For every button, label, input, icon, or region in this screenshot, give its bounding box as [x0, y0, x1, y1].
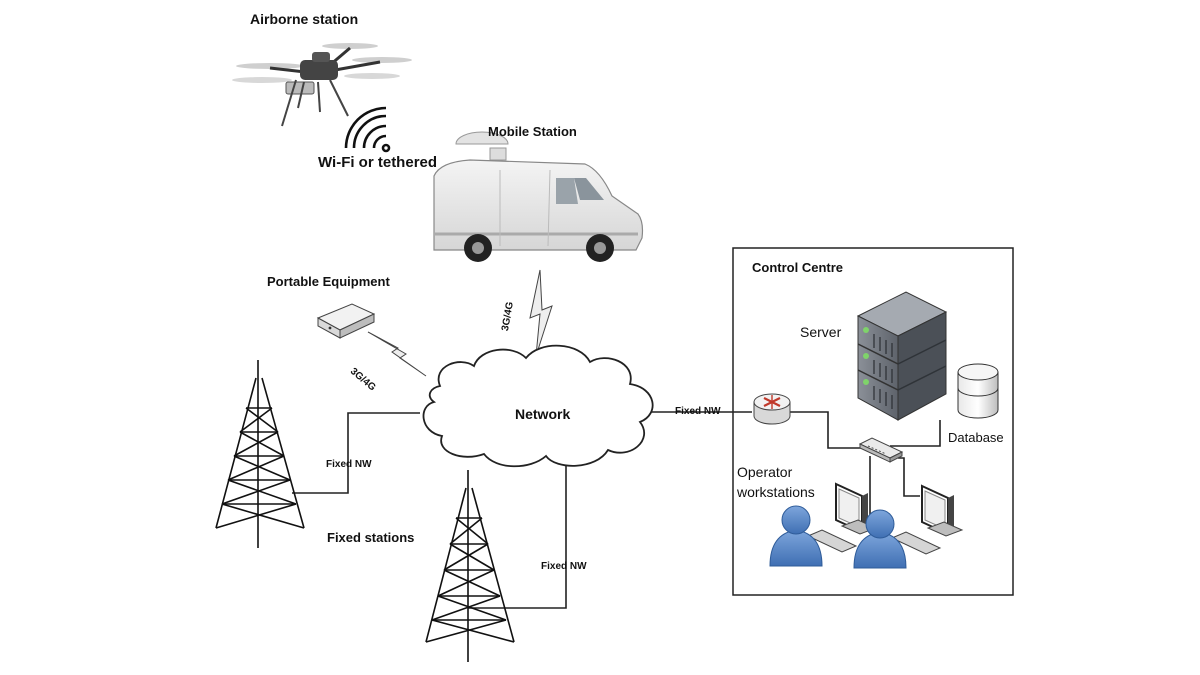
switch-icon: [858, 437, 904, 463]
bottom-tower-link: [468, 462, 567, 609]
lightning-link-icon: [529, 269, 553, 357]
server-label: Server: [800, 324, 842, 340]
mobile-station-label: Mobile Station: [488, 124, 577, 139]
person-icon: [853, 509, 907, 569]
control-centre-label: Control Centre: [752, 260, 843, 275]
operator-workstations-label-line1: Operator: [737, 464, 793, 480]
left-tower-link: [292, 412, 420, 494]
database-label: Database: [948, 430, 1004, 445]
wifi-signal-icon: [344, 106, 391, 153]
cloud-icon: [422, 344, 654, 468]
tower-icon: [215, 360, 305, 548]
connection-lines: [292, 411, 941, 609]
network-label: Network: [515, 406, 571, 422]
switch-ws2-link: [898, 457, 920, 497]
router-switch-link: [788, 411, 862, 449]
keyboard-icon: [890, 531, 942, 555]
fixed-nw-right-label: Fixed NW: [675, 406, 721, 417]
van-icon: [433, 131, 644, 262]
monitor-icon: [921, 484, 964, 537]
operator-workstations-label-line2: workstations: [737, 484, 815, 500]
portable-device-icon: [316, 303, 376, 339]
lightning-link-icon: [367, 331, 427, 377]
control-centre-box: [732, 247, 1014, 596]
router-icon: [753, 393, 791, 425]
fixed-stations-label: Fixed stations: [327, 530, 415, 545]
wifi-tethered-label: Wi-Fi or tethered: [318, 154, 438, 171]
fixed-nw-bottom-label: Fixed NW: [541, 561, 587, 572]
drone-icon: [232, 43, 412, 127]
person-icon: [769, 505, 823, 567]
tower-icon: [425, 470, 515, 662]
monitor-icon: [835, 482, 878, 535]
airborne-station-label: Airborne station: [250, 11, 359, 27]
portable-equipment-label: Portable Equipment: [267, 274, 390, 289]
database-icon: [957, 363, 999, 419]
server-rack-icon: [856, 291, 948, 421]
switch-server-link: [890, 420, 941, 447]
keyboard-icon: [806, 529, 858, 553]
fixed-nw-left-label: Fixed NW: [326, 459, 372, 470]
